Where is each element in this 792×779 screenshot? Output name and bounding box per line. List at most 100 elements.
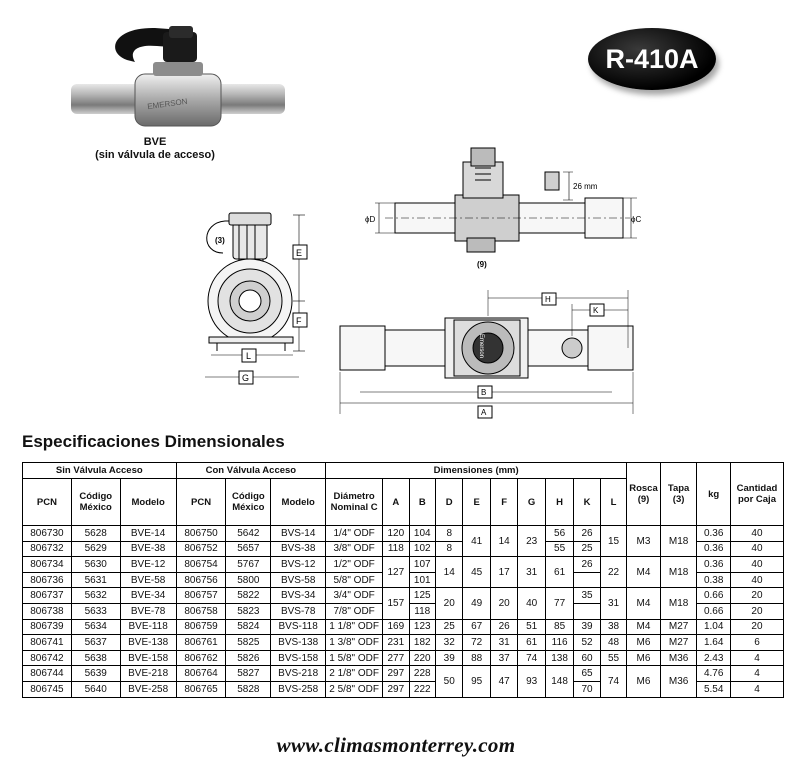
table-cell: 41	[462, 524, 491, 558]
table-cell: M27	[659, 618, 698, 636]
table-cell: 8	[434, 525, 464, 542]
table-cell: 127	[382, 556, 410, 589]
header-rosca: Rosca (9)	[626, 462, 661, 526]
table-cell: 5/8" ODF	[325, 571, 384, 589]
table-cell: 4	[729, 680, 785, 698]
table-cell: 157	[382, 587, 410, 620]
table-cell: 8	[434, 540, 464, 558]
svg-text:F: F	[296, 316, 302, 326]
table-cell: 5629	[70, 540, 121, 558]
table-cell: 20	[434, 587, 464, 620]
valve-photo: EMERSON	[71, 26, 285, 127]
table-cell: 93	[517, 665, 546, 698]
table-cell: 74	[599, 665, 628, 698]
table-cell: 118	[408, 602, 436, 620]
table-cell: 5640	[70, 680, 121, 698]
table-cell: 26	[573, 556, 601, 573]
table-cell: 32	[434, 634, 464, 651]
table-cell: 5823	[225, 602, 272, 620]
svg-text:K: K	[593, 306, 599, 315]
table-cell: 806741	[22, 634, 72, 651]
table-cell: 88	[462, 649, 491, 667]
table-cell: 60	[573, 649, 601, 667]
table-cell: 40	[729, 571, 785, 589]
table-cell: BVE-258	[119, 680, 177, 698]
table-cell: 5826	[225, 649, 272, 667]
group-header-con: Con Válvula Acceso	[175, 462, 327, 479]
table-cell: 806764	[175, 665, 227, 682]
table-cell: 61	[517, 634, 546, 651]
table-cell: 5642	[225, 525, 272, 542]
table-cell: 1 1/8" ODF	[325, 618, 384, 636]
table-cell: 3/4" ODF	[325, 587, 384, 604]
svg-text:(3): (3)	[215, 236, 225, 245]
table-cell: 0.66	[696, 587, 731, 604]
table-cell: M18	[659, 556, 698, 589]
table-cell: 5637	[70, 634, 121, 651]
table-cell: 48	[599, 634, 628, 651]
table-cell: 65	[573, 665, 601, 682]
table-cell: 101	[408, 571, 436, 589]
table-cell: 169	[382, 618, 410, 636]
table-cell: 5632	[70, 587, 121, 604]
table-cell: BVE-34	[119, 587, 177, 604]
table-cell: 85	[544, 618, 575, 636]
table-cell: M4	[626, 618, 661, 636]
svg-text:26 mm: 26 mm	[573, 182, 598, 191]
table-cell: M3	[626, 524, 661, 558]
header-l: L	[599, 478, 628, 526]
table-cell: 47	[489, 665, 519, 698]
table-cell: 806759	[175, 618, 227, 636]
table-cell: 49	[462, 587, 491, 620]
table-cell: M6	[626, 634, 661, 651]
table-cell: 6	[729, 634, 785, 651]
svg-text:ϕC: ϕC	[631, 215, 641, 224]
group-header-sin: Sin Válvula Acceso	[22, 462, 177, 479]
header-codigo: Código México	[70, 478, 121, 526]
header-kg: kg	[696, 462, 731, 526]
table-cell: 2.43	[696, 649, 731, 667]
table-cell: BVE-38	[119, 540, 177, 558]
table-cell: 806745	[22, 680, 72, 698]
section-view-drawing: ϕD ϕC (9) 26 mm	[365, 147, 641, 269]
table-cell: 806761	[175, 634, 227, 651]
table-cell: 1 3/8" ODF	[325, 634, 384, 651]
table-cell	[573, 602, 601, 620]
table-cell: 277	[382, 649, 410, 667]
table-cell: BVS-12	[270, 556, 327, 573]
table-cell: M4	[626, 587, 661, 620]
table-cell: 806754	[175, 556, 227, 573]
refrigerant-badge: R-410A	[588, 28, 716, 90]
table-cell: 5800	[225, 571, 272, 589]
table-cell: 15	[599, 524, 628, 558]
table-cell: BVS-138	[270, 634, 327, 651]
table-cell: 220	[408, 649, 436, 667]
table-cell: 116	[544, 634, 575, 651]
table-cell: 0.36	[696, 556, 731, 573]
header-k: K	[573, 478, 601, 526]
table-cell: 37	[489, 649, 519, 667]
table-cell: 31	[517, 556, 546, 589]
table-cell: 26	[573, 525, 601, 542]
table-cell: BVE-12	[119, 556, 177, 573]
table-cell: M18	[659, 587, 698, 620]
table-cell: 14	[434, 556, 464, 589]
svg-text:B: B	[481, 388, 486, 397]
table-cell: 102	[408, 540, 436, 558]
table-cell: 5.54	[696, 680, 731, 698]
table-cell: 95	[462, 665, 491, 698]
table-cell: 148	[544, 665, 575, 698]
table-cell: BVS-78	[270, 602, 327, 620]
table-cell: 806757	[175, 587, 227, 604]
header-h: H	[544, 478, 575, 526]
table-cell: 20	[729, 602, 785, 620]
table-cell: 5824	[225, 618, 272, 636]
front-view-drawing: E F L G (3)	[205, 212, 308, 385]
table-cell: BVE-158	[119, 649, 177, 667]
table-cell: 26	[489, 618, 519, 636]
table-cell: 22	[599, 556, 628, 589]
table-cell: BVS-14	[270, 525, 327, 542]
